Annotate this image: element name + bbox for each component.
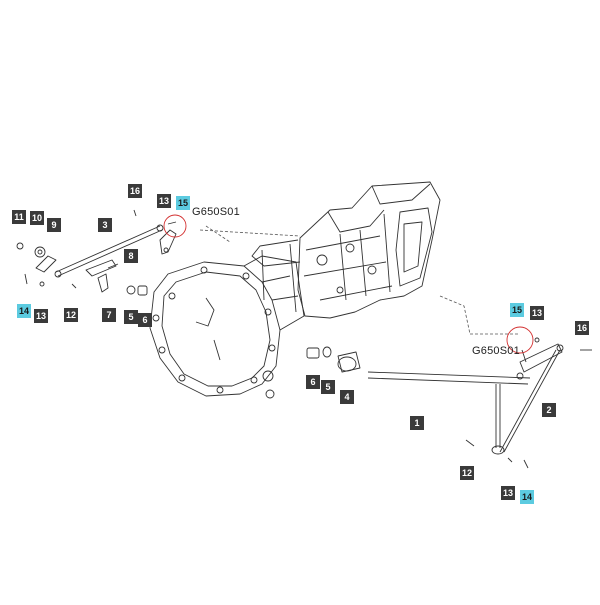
callout-3: 3 <box>98 218 112 232</box>
reference-code-top: G650S01 <box>192 206 240 218</box>
callout-2: 2 <box>542 403 556 417</box>
callout-13: 13 <box>34 309 48 323</box>
callout-15: 15 <box>176 196 190 210</box>
callout-16: 16 <box>575 321 589 335</box>
callout-4: 4 <box>340 390 354 404</box>
left-shift-linkage <box>16 209 177 296</box>
callout-10: 10 <box>30 211 44 225</box>
callout-16: 16 <box>128 184 142 198</box>
loose-parts <box>306 346 361 373</box>
callout-11: 11 <box>12 210 26 224</box>
callout-13: 13 <box>501 486 515 500</box>
callout-12: 12 <box>64 308 78 322</box>
callout-8: 8 <box>124 249 138 263</box>
right-shift-linkage <box>367 337 592 469</box>
callout-14: 14 <box>17 304 31 318</box>
callout-12: 12 <box>460 466 474 480</box>
callout-7: 7 <box>102 308 116 322</box>
callout-6: 6 <box>306 375 320 389</box>
callout-5: 5 <box>321 380 335 394</box>
reference-code-right: G650S01 <box>472 345 520 357</box>
callout-13: 13 <box>530 306 544 320</box>
callout-9: 9 <box>47 218 61 232</box>
detail-circles <box>163 214 534 354</box>
transmission-housing <box>251 181 441 319</box>
bell-housing <box>149 255 305 399</box>
callout-14: 14 <box>520 490 534 504</box>
callout-5: 5 <box>124 310 138 324</box>
callout-6: 6 <box>138 313 152 327</box>
callout-1: 1 <box>410 416 424 430</box>
assembly-guide-lines <box>199 225 520 335</box>
callout-13: 13 <box>157 194 171 208</box>
callout-15: 15 <box>510 303 524 317</box>
